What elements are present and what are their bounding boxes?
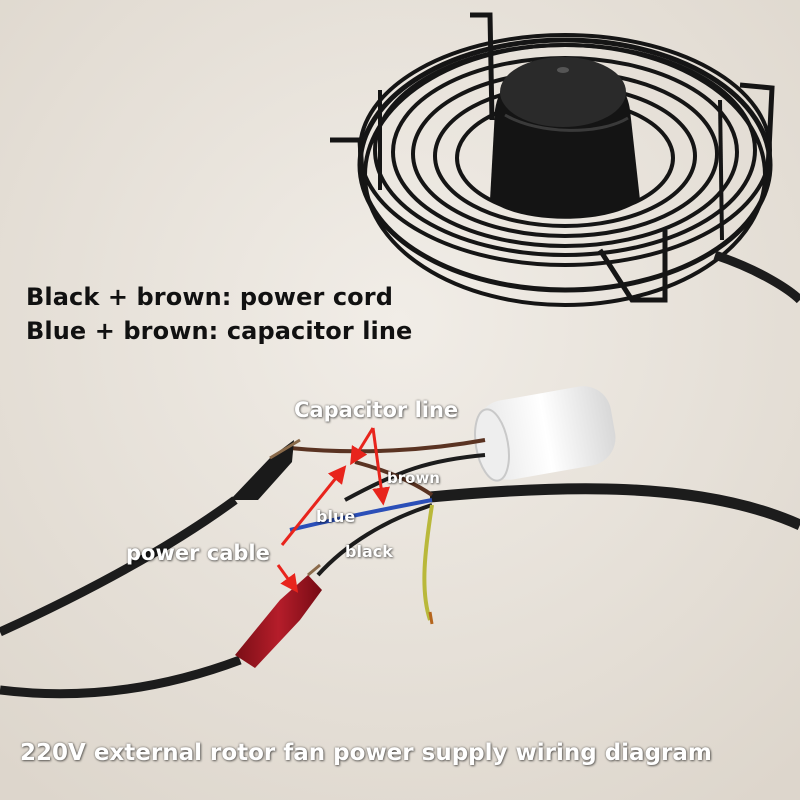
arrow-power-cable-up [280,465,347,546]
legend-power-cord: Black + brown: power cord [26,283,393,311]
caption: 220V external rotor fan power supply wir… [20,740,712,766]
main-cable [429,483,800,531]
red-clip-cable [0,655,242,699]
arrow-power-cable-down [276,564,299,593]
label-blue: blue [316,507,356,526]
capacitor-wire-brown [289,438,486,454]
blue-wire [289,498,433,532]
ground-wire [422,504,434,621]
fan-guard [330,12,775,307]
black-wire [316,503,433,577]
black-clip [230,438,301,500]
arrow-capacitor-left [350,427,375,466]
label-capacitor-line: Capacitor line [294,398,459,422]
annotation-arrows [276,427,390,593]
capacitor-wire-black [344,453,486,502]
ground-wire-tip [428,611,434,625]
label-black: black [345,542,393,561]
black-clip-cable [0,496,238,637]
fan-motor [490,57,640,219]
red-clip [235,563,322,668]
label-brown: brown [387,469,440,487]
capacitor [474,386,616,482]
label-power-cable: power cable [126,541,270,565]
legend-capacitor-line: Blue + brown: capacitor line [26,317,413,345]
arrow-capacitor-right [371,427,390,506]
fan-cord [713,250,800,304]
